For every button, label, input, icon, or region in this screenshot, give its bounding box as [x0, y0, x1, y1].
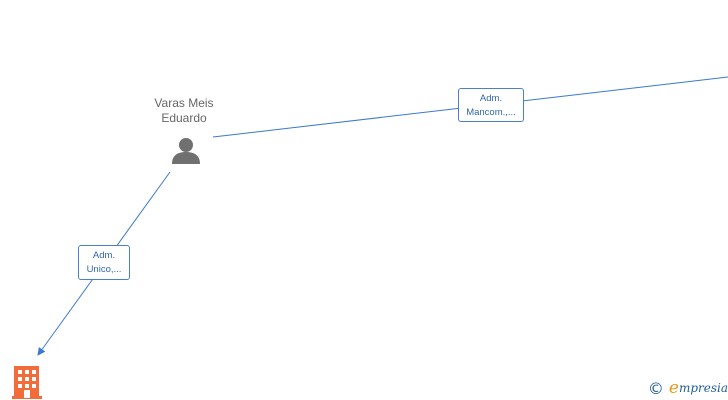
edge-label-line2: Mancom.,... [466, 107, 516, 118]
edge-label-line1: Adm. [92, 250, 116, 261]
brand-logo-e: e [668, 378, 679, 398]
empresia-watermark: © e mpresia [647, 378, 728, 398]
edge-label-line2: Unico,... [86, 264, 122, 275]
copyright-symbol: © [647, 378, 664, 398]
edge-label-mancom[interactable]: Adm. Mancom.,... [458, 88, 524, 122]
building-icon[interactable] [12, 366, 42, 399]
edge-label-line1: Adm. [479, 93, 503, 104]
person-icon[interactable] [172, 138, 200, 164]
edge-label-unico[interactable]: Adm. Unico,... [78, 245, 130, 280]
person-name-line1: Varas Meis [154, 96, 214, 110]
brand-logo-text: mpresia [678, 381, 728, 395]
person-name-label[interactable]: Varas Meis Eduardo [134, 96, 234, 126]
person-name-line2: Eduardo [161, 111, 207, 125]
